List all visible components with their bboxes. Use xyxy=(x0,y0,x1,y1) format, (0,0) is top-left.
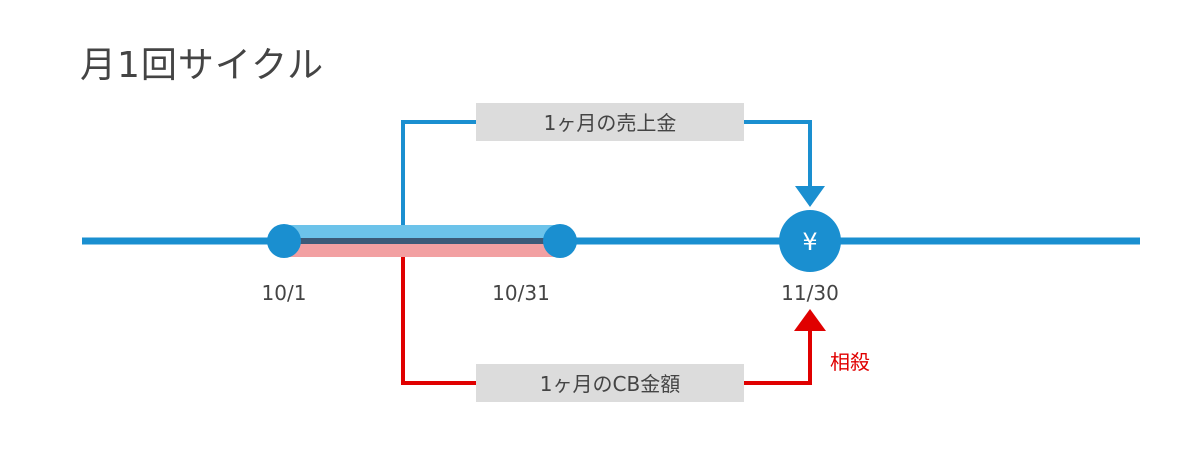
sales-label: 1ヶ月の売上金 xyxy=(544,111,677,135)
date-label-start: 10/1 xyxy=(262,281,307,305)
cb-label-box xyxy=(476,364,744,402)
sales-flow-arrow xyxy=(795,186,825,207)
page-title: 月1回サイクル xyxy=(80,45,325,86)
yen-icon: ¥ xyxy=(802,228,817,256)
date-label-end: 10/31 xyxy=(492,281,550,305)
offset-label: 相殺 xyxy=(830,350,870,374)
period-band-sales xyxy=(284,225,560,241)
cb-flow-arrow xyxy=(794,309,826,331)
sales-label-box xyxy=(476,103,744,141)
cb-label: 1ヶ月のCB金額 xyxy=(540,372,680,396)
date-label-payment: 11/30 xyxy=(781,281,839,305)
node-start xyxy=(267,224,301,258)
node-end xyxy=(543,224,577,258)
payment-node xyxy=(779,210,841,272)
period-band-cb xyxy=(284,241,560,257)
